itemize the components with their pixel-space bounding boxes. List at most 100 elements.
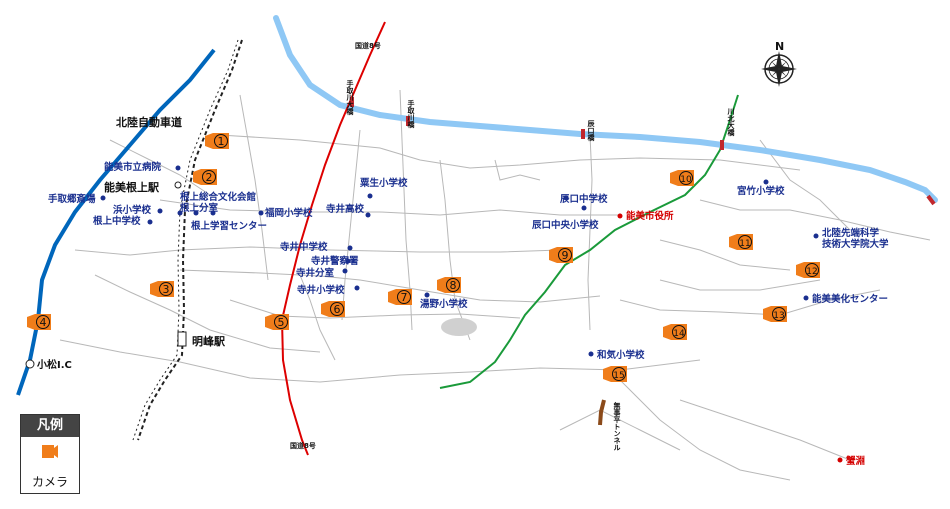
camera-icon: [437, 277, 445, 293]
city-hall-dot: [617, 213, 623, 219]
label-neagari-culture: 根上総合文化会館: [180, 191, 257, 203]
camera-icon: [549, 247, 557, 263]
label-neagari-branch: 根上分室: [180, 202, 219, 214]
camera-icon: [729, 234, 737, 250]
label-wake-school: 和気小学校: [596, 349, 645, 361]
label-terai-high: 寺井高校: [326, 203, 365, 215]
railway-2: [132, 39, 239, 441]
label-tatsunokuchi-central: 辰口中央小学校: [532, 219, 599, 231]
camera-number: 15: [613, 371, 624, 381]
pond: [441, 318, 477, 336]
national-route-8: [280, 21, 386, 456]
label-city-hall: 能美市役所: [626, 210, 674, 222]
label-terai-es: 寺井小学校: [297, 284, 345, 296]
facility-dots: [100, 165, 819, 357]
camera-icon: [42, 445, 58, 458]
legend-camera-label: カメラ: [31, 475, 68, 489]
legend: 凡例 カメラ: [20, 414, 80, 494]
meiho-station-icon: [177, 331, 187, 347]
label-awaro-school: 粟生小学校: [359, 177, 408, 189]
camera-icon: [670, 170, 678, 186]
camera-marker-5[interactable]: 5: [265, 314, 289, 330]
route8-top-label: 国道8号: [355, 41, 381, 50]
green-road: [439, 94, 739, 389]
camera-number: 7: [401, 291, 408, 304]
tunnel-segment: [598, 399, 606, 426]
camera-number: 13: [773, 311, 784, 321]
camera-icon: [796, 262, 804, 278]
camera-marker-15[interactable]: 15: [603, 366, 627, 382]
camera-marker-6[interactable]: 6: [321, 301, 345, 317]
camera-marker-8[interactable]: 8: [437, 277, 461, 293]
camera-icon: [150, 281, 158, 297]
camera-number: 11: [739, 239, 750, 249]
camera-number: 1: [218, 135, 225, 148]
hokuriku-expressway: [16, 48, 216, 396]
camera-number: 5: [278, 316, 285, 329]
camera-icon: [763, 306, 771, 322]
camera-icon: [27, 314, 35, 330]
expressway-label: 北陸自動車道: [116, 115, 182, 129]
label-terai-branch: 寺井分室: [296, 267, 335, 279]
camera-marker-9[interactable]: 9: [549, 247, 573, 263]
camera-marker-2[interactable]: 2: [193, 169, 217, 185]
label-tatsunokuchi-jhs: 辰口中学校: [560, 193, 608, 205]
label-neagari-jhs: 根上中学校: [93, 215, 141, 227]
camera-marker-1[interactable]: 1: [205, 133, 229, 149]
bridge-label-hokuriku: 川北大橋: [727, 108, 736, 137]
camera-icon: [205, 133, 213, 149]
camera-marker-10[interactable]: 10: [670, 170, 694, 186]
bridge-label-tedorigawa: 手取川橋: [407, 99, 416, 129]
camera-marker-4[interactable]: 4: [27, 314, 51, 330]
camera-marker-12[interactable]: 12: [796, 262, 820, 278]
camera-number: 10: [680, 175, 692, 185]
bridge-label-tatsunokuchi: 辰口橋: [587, 120, 596, 142]
tunnel-label: 無事平トンネル: [613, 401, 621, 451]
label-art-center: 能美美化センター: [812, 293, 888, 305]
ic-icon: [25, 359, 35, 369]
camera-marker-11[interactable]: 11: [729, 234, 753, 250]
label-hospital: 能美市立病院: [104, 161, 162, 173]
camera-number: 6: [334, 303, 341, 316]
ic-label: 小松I.C: [36, 358, 72, 371]
camera-number: 14: [673, 329, 685, 339]
camera-number: 2: [206, 171, 213, 184]
label-miyatake-school: 宮竹小学校: [737, 185, 785, 197]
camera-icon: [663, 324, 671, 340]
label-tedori-kosaijo: 手取郷斎場: [48, 193, 96, 205]
camera-number: 9: [562, 249, 569, 262]
camera-number: 12: [806, 267, 817, 277]
camera-number: 3: [163, 283, 170, 296]
label-fuchi: 蟹淵: [845, 455, 865, 467]
label-hama-school: 浜小学校: [113, 204, 152, 216]
camera-icon: [193, 169, 201, 185]
camera-marker-13[interactable]: 13: [763, 306, 787, 322]
camera-marker-14[interactable]: 14: [663, 324, 687, 340]
bridge-label-tedorigawa-ohashi: 手取川大橋: [346, 79, 355, 116]
noumi-station-icon: [174, 181, 182, 189]
route8-bottom-label: 国道8号: [290, 441, 316, 450]
label-jaist-1: 北陸先端科学: [822, 227, 880, 239]
legend-title: 凡例: [21, 415, 79, 437]
tedori-river: [273, 15, 938, 203]
meiho-station-label: 明峰駅: [192, 334, 225, 348]
label-jaist-2: 技術大学院大学: [822, 238, 889, 250]
local-roads: [59, 89, 931, 481]
label-terai-jhs: 寺井中学校: [280, 241, 328, 253]
label-terai-police: 寺井警察署: [311, 255, 359, 267]
compass-n-label: N: [775, 40, 784, 53]
railway: [137, 39, 243, 441]
label-neagari-learning: 根上学習センター: [191, 220, 267, 232]
camera-number: 4: [40, 316, 47, 329]
label-fukuoka-school: 福岡小学校: [264, 207, 313, 219]
camera-marker-7[interactable]: 7: [388, 289, 412, 305]
label-yuno-school: 湯野小学校: [420, 298, 468, 310]
camera-icon: [603, 366, 611, 382]
noumi-station-label: 能美根上駅: [104, 180, 159, 194]
camera-marker-3[interactable]: 3: [150, 281, 174, 297]
bridge-markers: [350, 97, 936, 206]
camera-icon: [265, 314, 273, 330]
camera-number: 8: [450, 279, 457, 292]
